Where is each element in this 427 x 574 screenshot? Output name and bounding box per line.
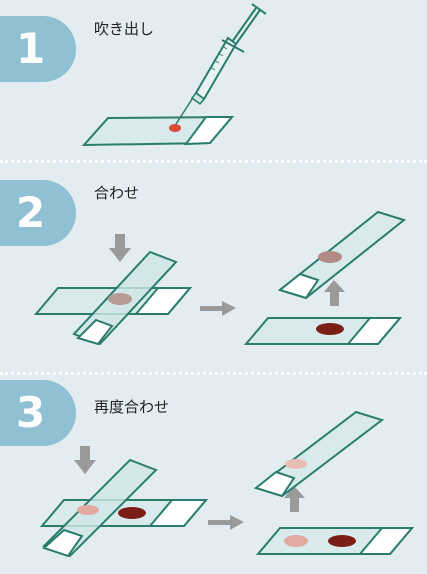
blood-spot-contact xyxy=(108,293,132,305)
step-1-title: 吹き出し xyxy=(94,20,155,38)
blood-drop xyxy=(169,124,181,132)
step-2-badge: 2 xyxy=(0,180,76,246)
step-2-panel: 2 合わせ xyxy=(0,166,427,364)
blood-spot-transferred xyxy=(285,459,307,469)
right-arrow-icon xyxy=(208,515,244,530)
top-slide-frosted-end xyxy=(42,528,84,558)
result-lower-slide-frosted-end xyxy=(345,317,403,345)
step-1-badge: 1 xyxy=(0,16,76,82)
divider-2 xyxy=(0,372,427,375)
syringe-icon xyxy=(175,3,267,125)
right-arrow-icon xyxy=(200,301,236,316)
step-2-illustration xyxy=(33,210,407,346)
blood-spot-dark xyxy=(118,507,146,519)
bottom-slide-frosted-end xyxy=(133,287,193,315)
blood-spot-transferred xyxy=(318,251,342,263)
result-upper-slide-frosted-end xyxy=(277,272,320,300)
bottom-slide-frosted-end xyxy=(147,499,209,527)
step-1-panel: 1 吹き出し xyxy=(0,0,427,160)
top-slide-frosted-end xyxy=(76,318,114,346)
blood-spot-light xyxy=(77,505,99,515)
slide-frosted-end xyxy=(183,116,235,146)
step-3-panel: 3 再度合わせ xyxy=(0,372,427,574)
step-3-title: 再度合わせ xyxy=(94,398,170,416)
blood-spot-light xyxy=(284,535,308,547)
up-arrow-icon xyxy=(284,486,305,512)
step-1-illustration xyxy=(81,3,267,147)
result-lower-slide-frosted-end xyxy=(357,527,415,555)
blood-spot-dark xyxy=(316,323,344,335)
step-3-badge: 3 xyxy=(0,380,76,446)
up-arrow-icon xyxy=(324,280,345,306)
divider-1 xyxy=(0,160,427,163)
result-upper-slide-frosted-end xyxy=(253,470,296,498)
step-2-title: 合わせ xyxy=(94,184,140,202)
blood-spot-dark xyxy=(328,535,356,547)
step-3-illustration xyxy=(39,410,415,558)
down-arrow-icon xyxy=(109,234,131,262)
down-arrow-icon xyxy=(74,446,96,474)
